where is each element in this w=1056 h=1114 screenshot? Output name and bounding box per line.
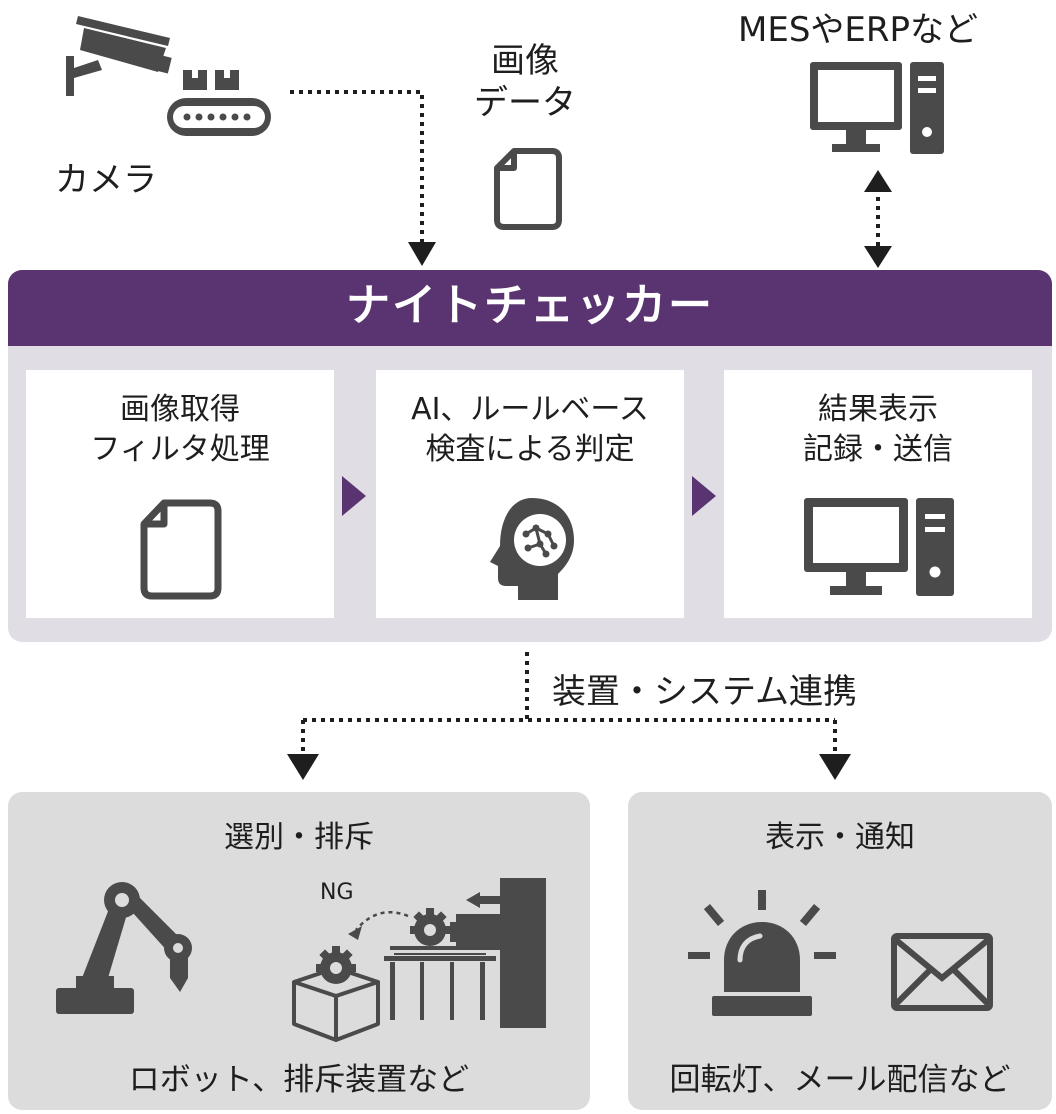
sorting-panel: 選別・排斥 NG (8, 792, 590, 1110)
conveyor-icon (165, 68, 275, 144)
step-line1: 画像取得 (120, 392, 240, 427)
step-line2: 検査による判定 (425, 432, 635, 467)
step-box-judge: AI、ルールベース 検査による判定 (376, 370, 684, 618)
step-line2: フィルタ処理 (90, 432, 270, 467)
desktop-computer-icon (802, 496, 958, 600)
panel-title: 選別・排斥 (224, 820, 374, 855)
flow-arrow-icon (342, 476, 366, 516)
main-header (8, 270, 1052, 346)
image-data-label-line1: 画像 (491, 41, 559, 81)
panel-footer: 回転灯、メール配信など (669, 1062, 1011, 1098)
flow-arrow-icon (692, 476, 716, 516)
image-data-label-line2: データ (474, 83, 576, 123)
mail-icon (890, 932, 994, 1012)
robot-arm-icon (52, 878, 212, 1018)
night-checker-panel: ナイトチェッカー 画像取得 フィルタ処理 AI、ルールベース 検査による判定 (8, 270, 1052, 642)
panel-title: 表示・通知 (765, 820, 915, 855)
step-box-acquire: 画像取得 フィルタ処理 (26, 370, 334, 618)
main-title: ナイトチェッカー (346, 280, 714, 331)
step-line2: 記録・送信 (803, 432, 953, 467)
mes-erp-label: MESやERPなど (738, 10, 979, 50)
reject-curve-arrow-icon (338, 904, 418, 948)
panel-footer: ロボット、排斥装置など (128, 1062, 470, 1098)
mes-bidirectional-arrow (858, 168, 898, 270)
notification-panel: 表示・通知 回転灯、メール配信など (628, 792, 1052, 1110)
step-text: AI、ルールベース 検査による判定 (376, 390, 684, 470)
rotating-light-icon (688, 888, 836, 1028)
ai-head-icon (488, 494, 578, 604)
link-label: 装置・システム連携 (552, 672, 857, 712)
ng-label: NG (320, 880, 354, 905)
camera-label: カメラ (55, 160, 157, 200)
document-icon (138, 498, 224, 602)
camera-connector-arrow (280, 84, 450, 270)
device-link-connector (275, 648, 875, 784)
security-camera-icon (58, 8, 178, 98)
step-text: 結果表示 記録・送信 (724, 390, 1032, 470)
reject-box-icon (286, 942, 386, 1042)
step-text: 画像取得 フィルタ処理 (26, 390, 334, 470)
step-line1: AI、ルールベース (411, 392, 649, 427)
image-data-label: 画像 データ (455, 40, 595, 124)
step-box-result: 結果表示 記録・送信 (724, 370, 1032, 618)
step-line1: 結果表示 (818, 392, 938, 427)
desktop-computer-icon (808, 60, 948, 160)
pusher-station-icon (380, 874, 560, 1034)
document-icon (492, 146, 564, 232)
